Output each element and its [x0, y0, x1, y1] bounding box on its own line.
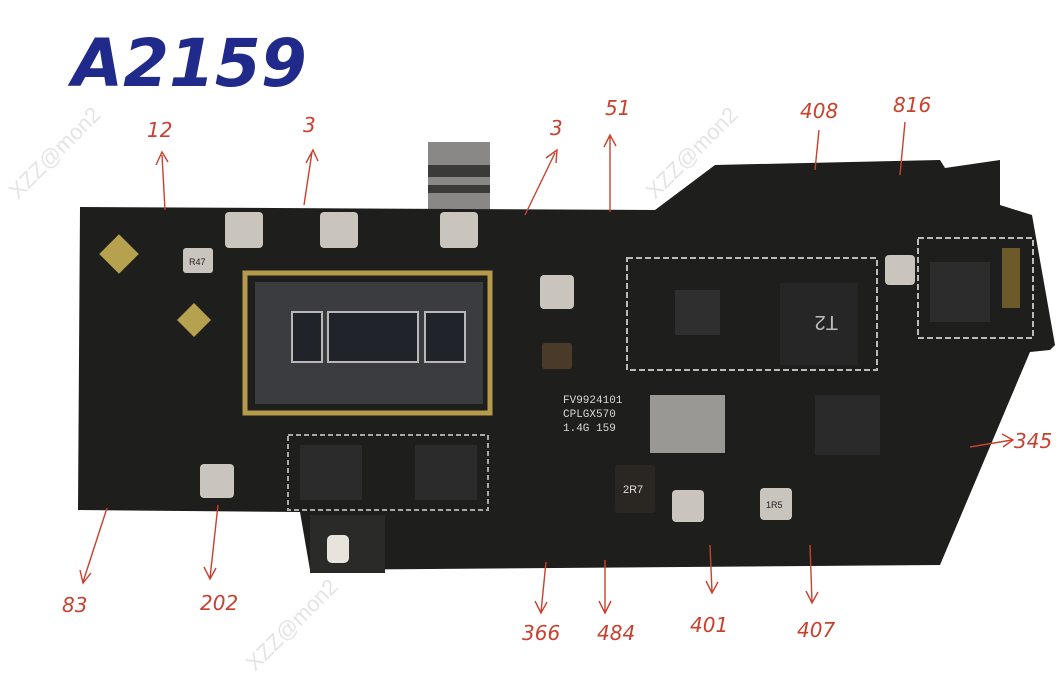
svg-text:366: 366 — [522, 621, 560, 645]
watermark: XZZ@mon2 — [4, 102, 106, 204]
ssd-shield — [650, 395, 725, 453]
inductor-label: R47 — [189, 257, 206, 267]
svg-text:12: 12 — [147, 118, 172, 142]
svg-text:83: 83 — [62, 593, 87, 617]
svg-text:816: 816 — [893, 93, 931, 117]
svg-text:345: 345 — [1014, 429, 1052, 453]
svg-text:407: 407 — [797, 618, 835, 642]
annotation-top: 12 3 3 51 408 816 — [147, 93, 931, 216]
inductors: R47 2R7 1R5 — [183, 212, 915, 522]
silkscreen-line: CPLGX570 — [563, 409, 616, 421]
watermark: XZZ@mon2 — [241, 574, 343, 676]
annotation-bottom: 83 202 366 484 401 407 — [62, 504, 835, 645]
svg-text:202: 202 — [200, 591, 238, 615]
inductor-label: 2R7 — [623, 484, 643, 496]
model-title: A2159 — [67, 25, 307, 102]
t2-chip — [780, 283, 858, 365]
svg-text:51: 51 — [605, 96, 630, 120]
silkscreen-line: 1.4G 159 — [563, 423, 616, 435]
svg-text:401: 401 — [690, 613, 728, 637]
svg-text:408: 408 — [800, 99, 838, 123]
silkscreen-line: FV9924101 — [563, 395, 623, 407]
svg-text:484: 484 — [597, 621, 635, 645]
svg-text:3: 3 — [550, 116, 563, 140]
annotation-right: 345 — [969, 429, 1052, 453]
inductor-label: 1R5 — [766, 500, 783, 510]
t2-chip-label: T2 — [815, 311, 838, 333]
svg-text:3: 3 — [303, 113, 316, 137]
cpu-package — [242, 270, 493, 416]
